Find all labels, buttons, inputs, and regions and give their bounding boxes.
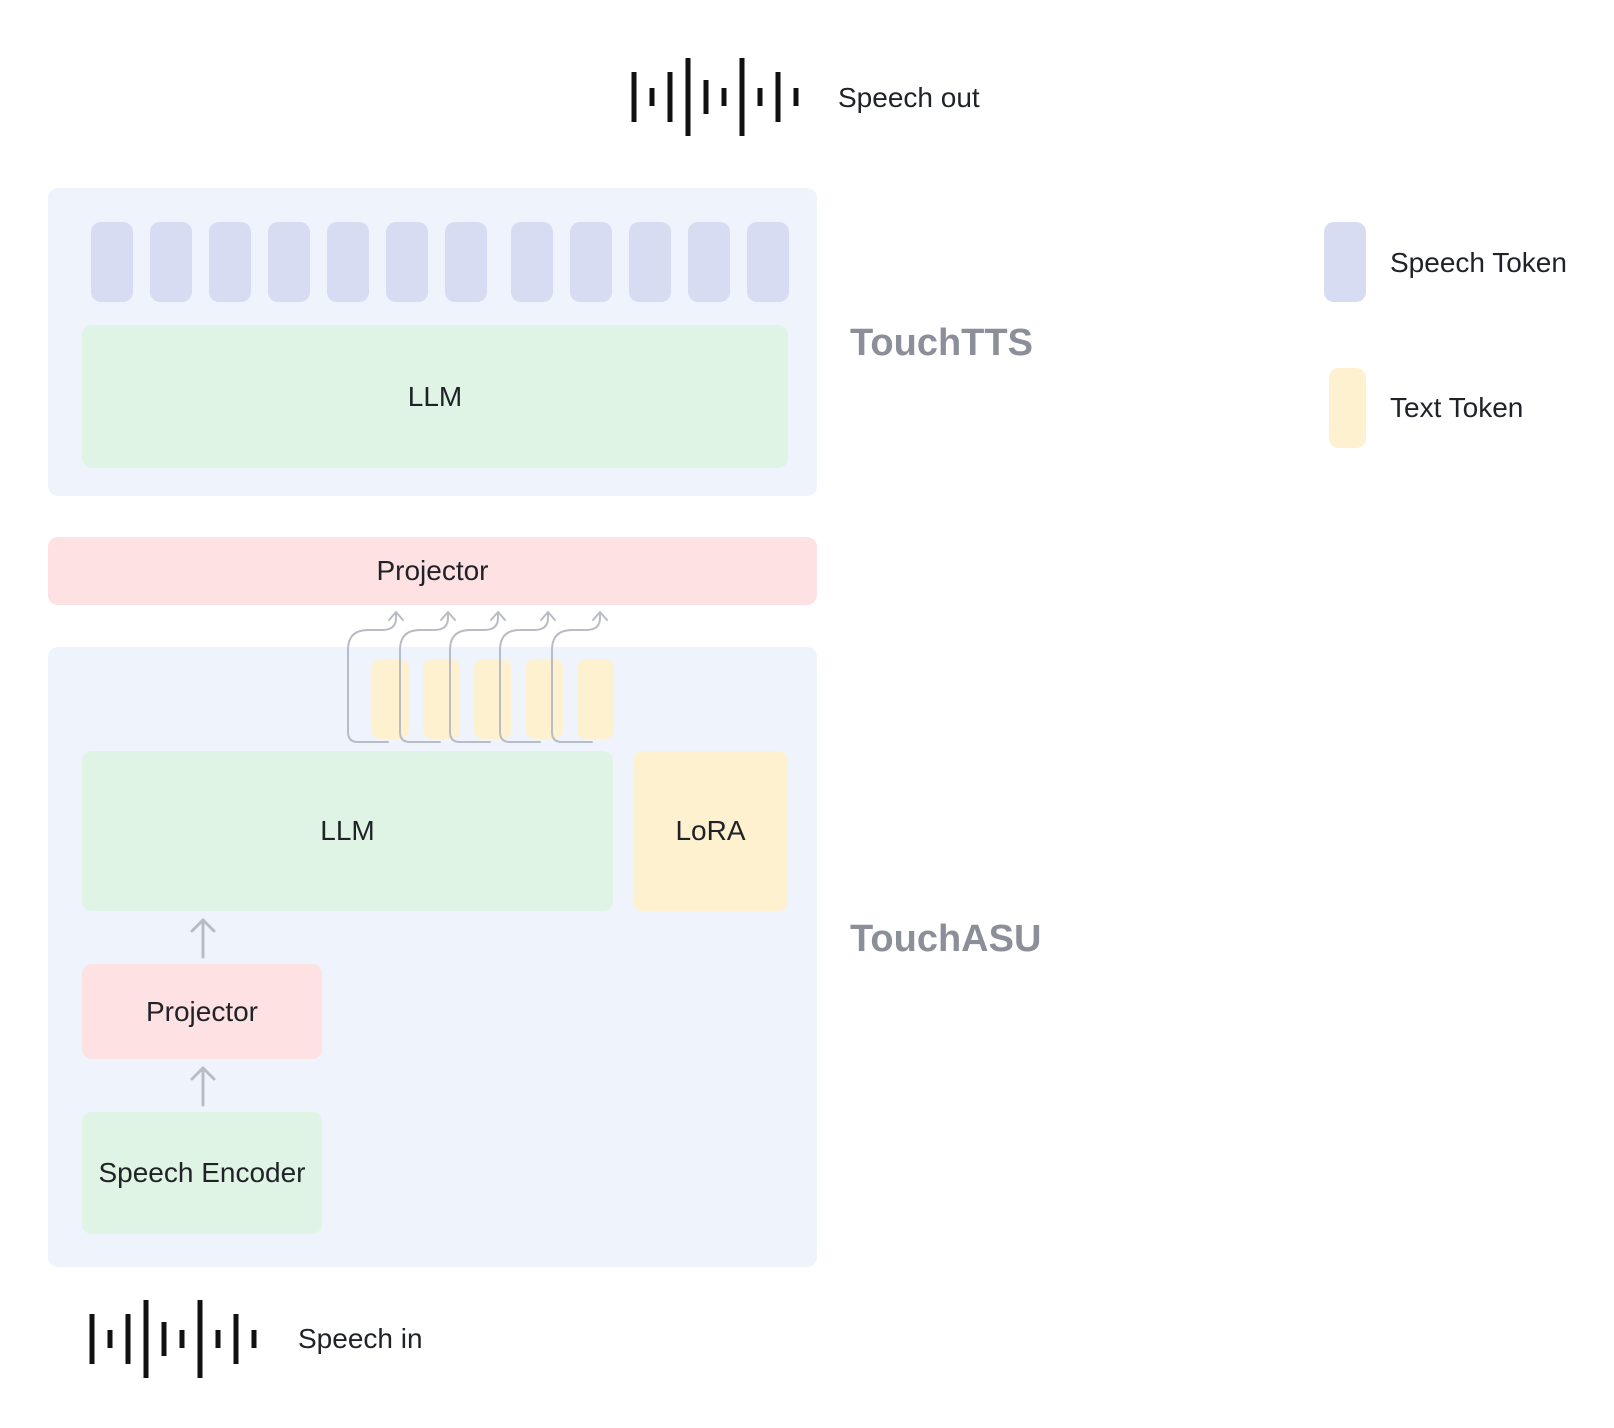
- arrow-head-icon: [540, 611, 556, 621]
- legend-speech-token-label: Speech Token: [1390, 247, 1567, 278]
- touchasu-title: TouchASU: [850, 918, 1042, 960]
- arrow-head-icon: [592, 611, 608, 621]
- speech-out-label: Speech out: [838, 82, 980, 113]
- text-token: [577, 659, 614, 739]
- text-token: [372, 659, 409, 739]
- tts-llm-block: LLM: [82, 325, 788, 468]
- text-token: [474, 659, 511, 739]
- speech-in-waveform-icon: [89, 1300, 257, 1378]
- speech-encoder-block: Speech Encoder: [82, 1112, 322, 1234]
- speech-token: [268, 222, 310, 302]
- speech-token: [445, 222, 487, 302]
- arrow-head-icon: [388, 611, 404, 621]
- touchtts-title: TouchTTS: [850, 322, 1033, 364]
- loop-arrow-icon: [347, 612, 397, 743]
- speech-token: [150, 222, 192, 302]
- loop-arrow-icon: [449, 612, 499, 743]
- speech-token: [209, 222, 251, 302]
- speech-token: [629, 222, 671, 302]
- loop-arrow-icon: [551, 612, 601, 743]
- speech-token: [327, 222, 369, 302]
- text-token: [526, 659, 563, 739]
- arrow-head-icon: [440, 611, 456, 621]
- loop-arrow-icon: [399, 612, 449, 743]
- speech-token: [747, 222, 789, 302]
- middle-projector-block: Projector: [48, 537, 817, 605]
- speech-out-waveform-icon: [631, 58, 799, 136]
- asu-projector-block: Projector: [82, 964, 322, 1059]
- speech-token: [570, 222, 612, 302]
- asu-llm-block: LLM: [82, 751, 613, 911]
- up-arrow-icon: [190, 918, 216, 959]
- up-arrow-icon: [190, 1066, 216, 1107]
- loop-arrow-icon: [499, 612, 549, 743]
- legend-text-token-swatch: [1329, 368, 1366, 448]
- speech-token: [91, 222, 133, 302]
- speech-token: [688, 222, 730, 302]
- legend-speech-token-swatch: [1324, 222, 1366, 302]
- arrow-head-icon: [490, 611, 506, 621]
- speech-token: [511, 222, 553, 302]
- speech-token: [386, 222, 428, 302]
- autoregressive-arrows: [347, 611, 608, 743]
- speech-in-label: Speech in: [298, 1323, 423, 1354]
- lora-block: LoRA: [633, 751, 788, 911]
- legend-text-token-label: Text Token: [1390, 392, 1524, 423]
- text-token: [423, 659, 460, 739]
